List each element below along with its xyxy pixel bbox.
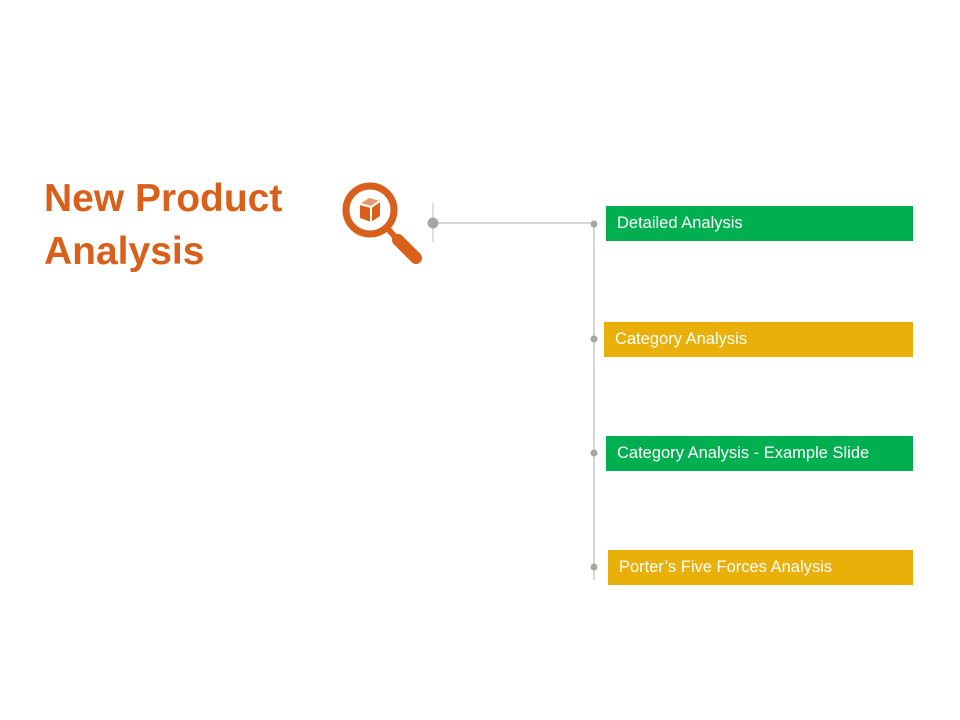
agenda-item-porters-five-forces[interactable]: Porter’s Five Forces Analysis: [608, 550, 913, 585]
connector-start-dot: [427, 217, 439, 229]
title-line-1: New Product: [44, 177, 283, 220]
connector-dot-2: [590, 335, 598, 343]
magnifier-box-icon: [342, 182, 422, 264]
page-title: New Product Analysis: [44, 172, 334, 278]
title-line-2: Analysis: [44, 230, 205, 273]
agenda-item-category-analysis-example[interactable]: Category Analysis - Example Slide: [606, 436, 913, 471]
agenda-item-detailed-analysis[interactable]: Detailed Analysis: [606, 206, 913, 241]
agenda-item-category-analysis[interactable]: Category Analysis: [604, 322, 913, 357]
connector-dot-3: [590, 449, 598, 457]
connector-dot-1: [590, 220, 598, 228]
connector-dot-4: [590, 563, 598, 571]
